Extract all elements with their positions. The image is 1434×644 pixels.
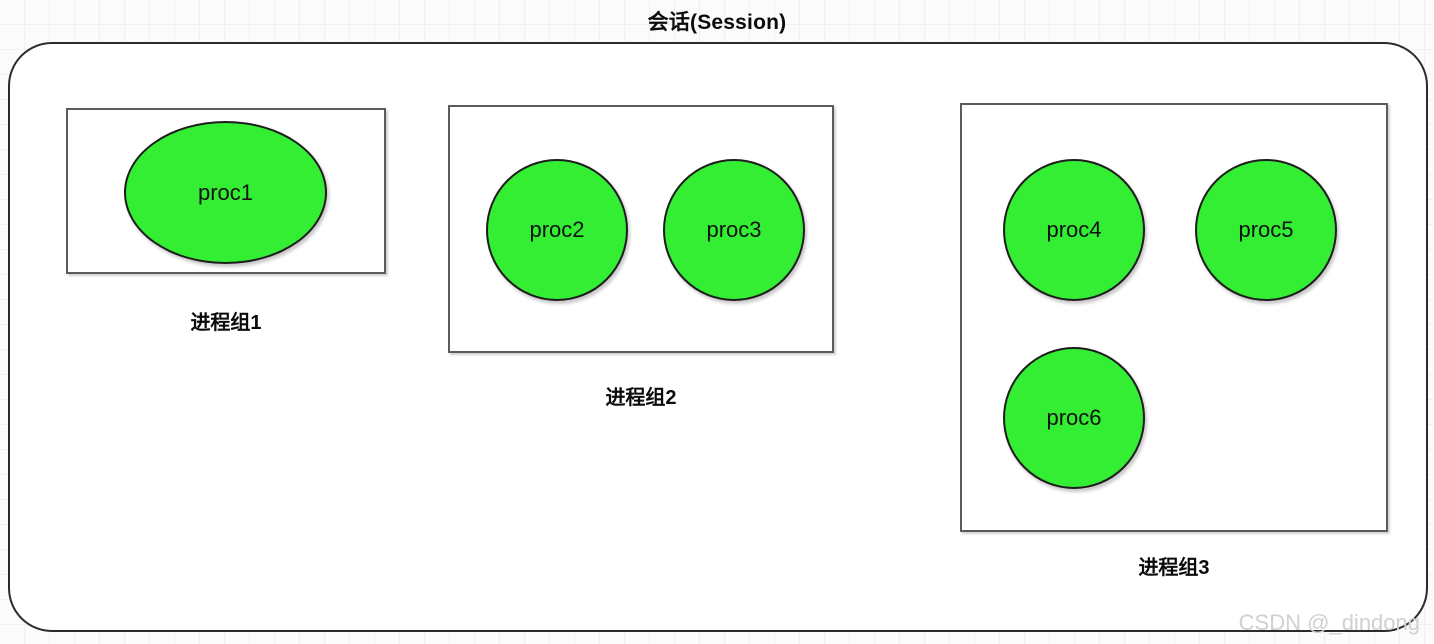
session-title: 会话(Session) (647, 11, 787, 34)
process-group-3-label: 进程组3 (1138, 557, 1210, 579)
process-node-proc4[interactable]: proc4 (1003, 159, 1145, 301)
watermark: CSDN @_dindong (1238, 610, 1420, 635)
process-group-2-label: 进程组2 (605, 387, 677, 409)
process-node-proc1[interactable]: proc1 (124, 121, 327, 264)
process-group-1-label: 进程组1 (190, 312, 262, 334)
process-node-proc5[interactable]: proc5 (1195, 159, 1337, 301)
process-node-proc6[interactable]: proc6 (1003, 347, 1145, 489)
process-node-proc3[interactable]: proc3 (663, 159, 805, 301)
process-node-proc2[interactable]: proc2 (486, 159, 628, 301)
